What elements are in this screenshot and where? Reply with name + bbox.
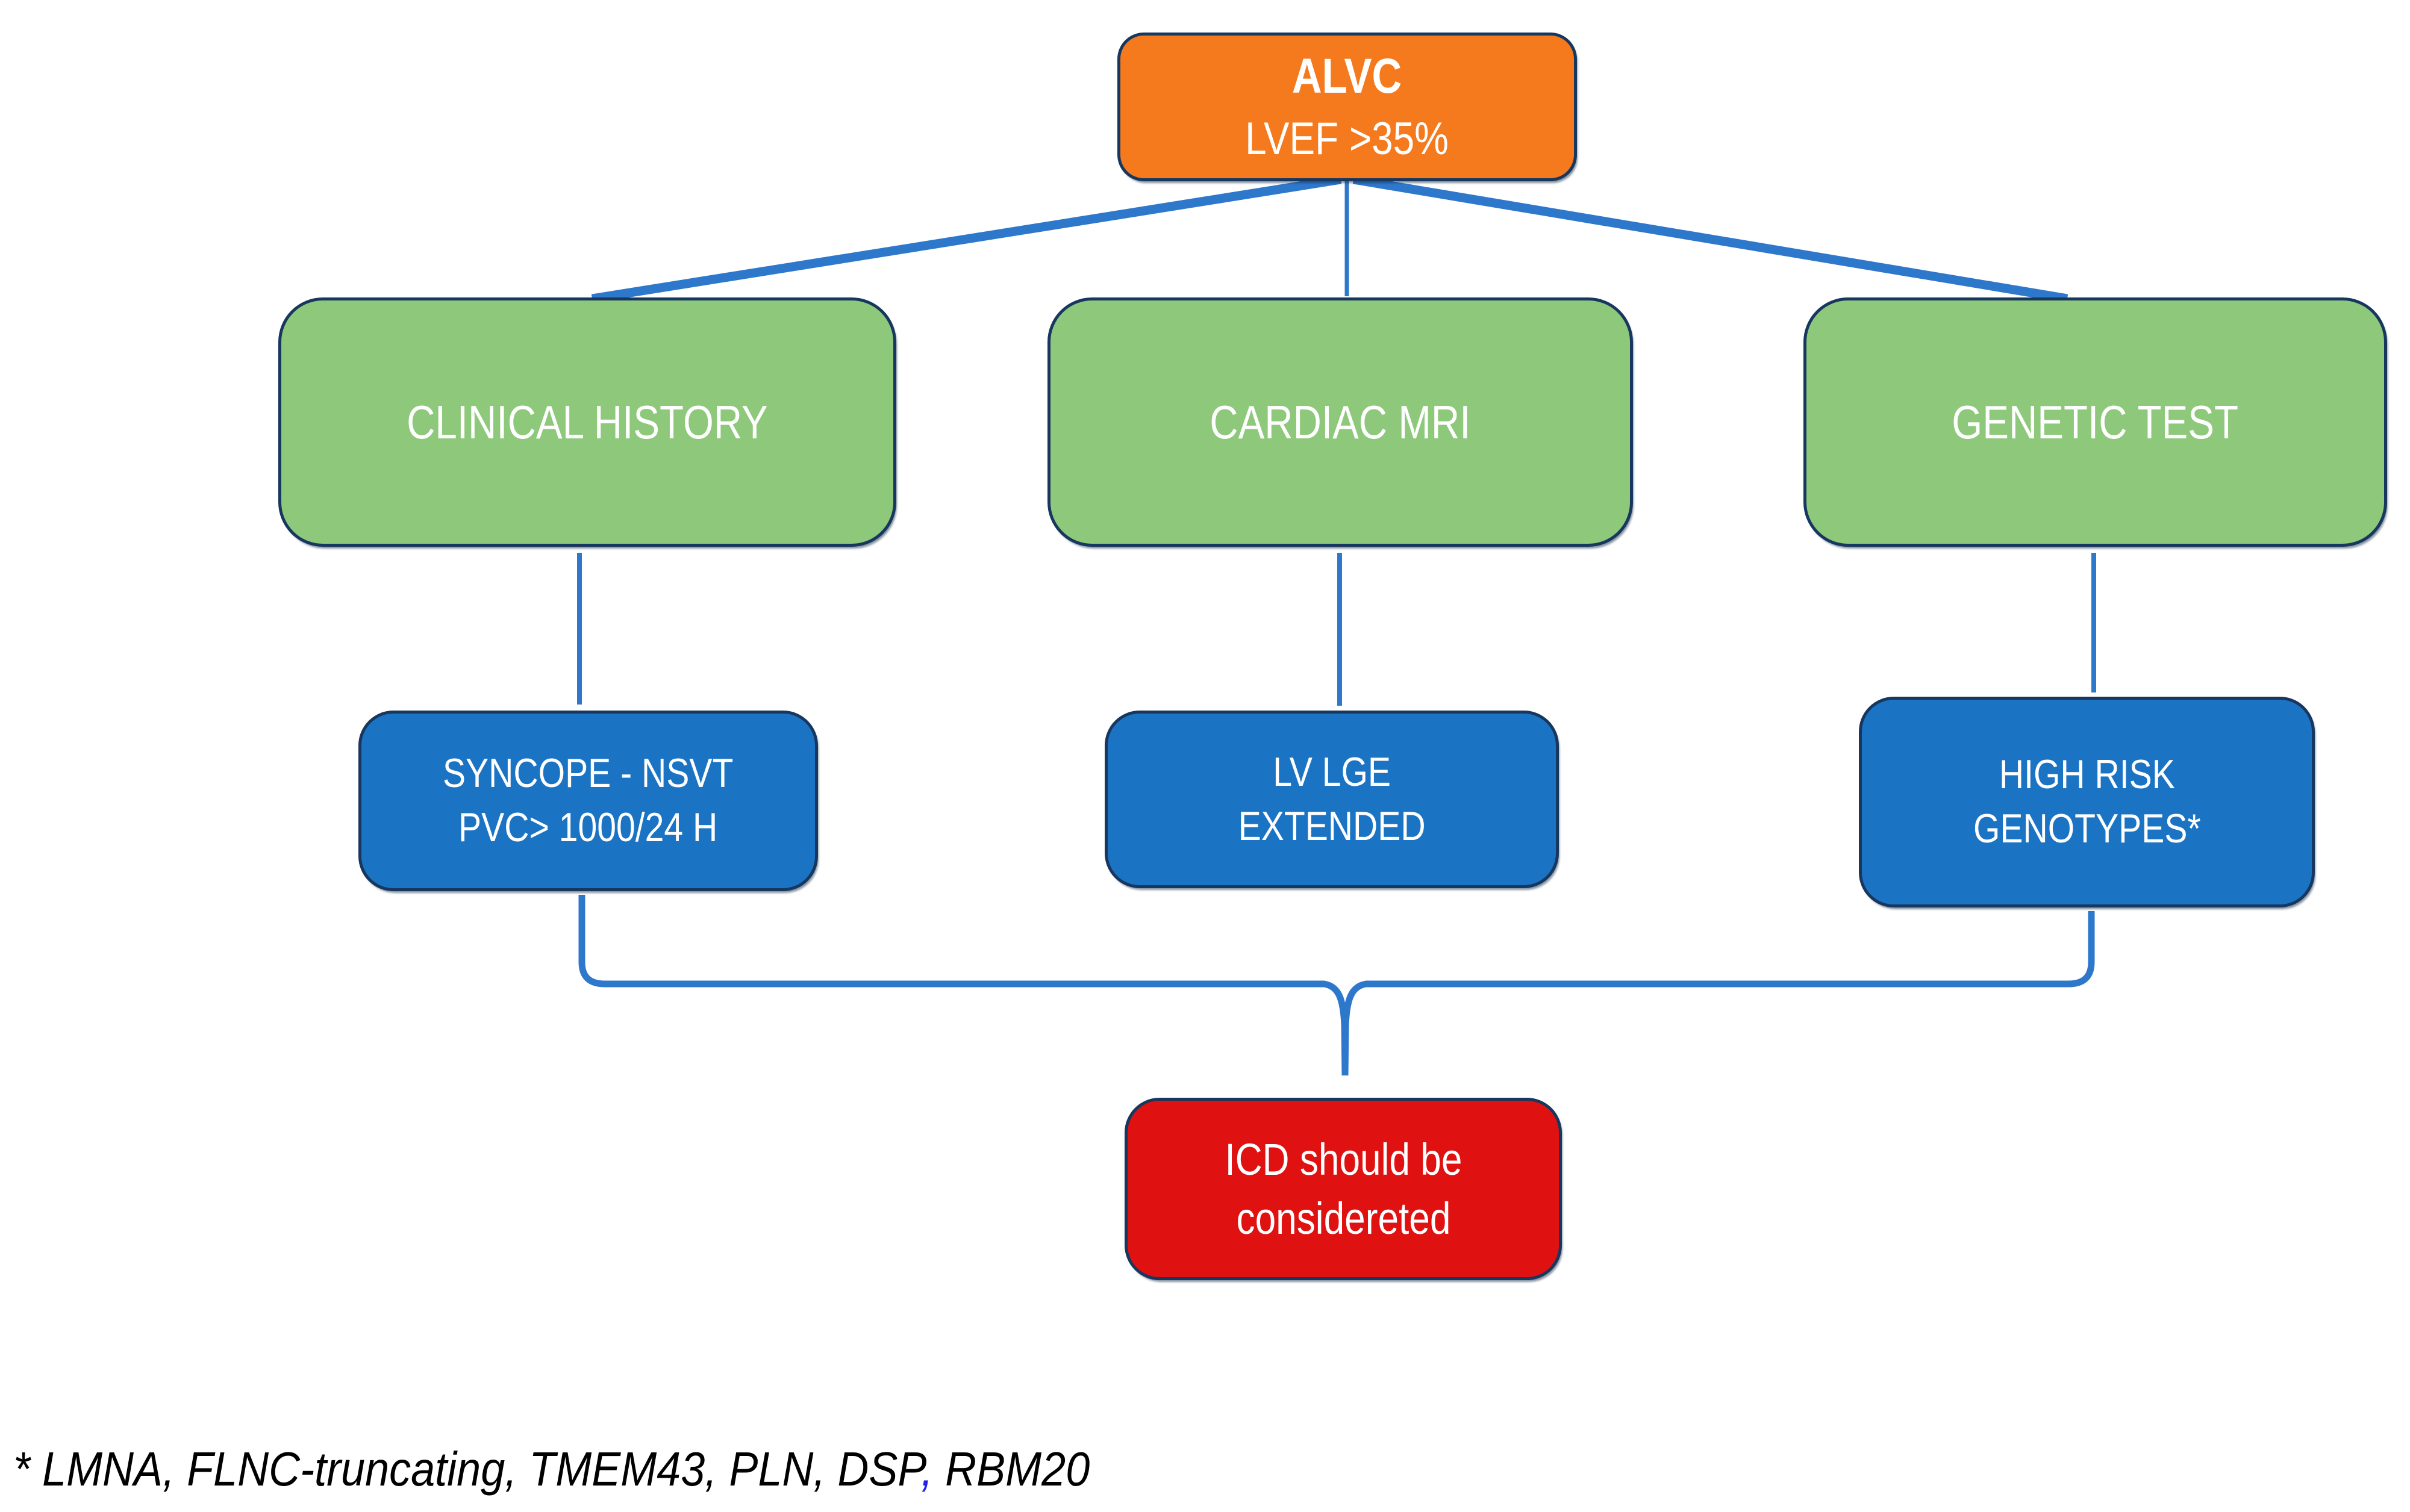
criterion-label-lv-lge: LV LGE EXTENDED <box>1238 745 1425 854</box>
criterion-node-lv-lge: LV LGE EXTENDED <box>1105 711 1559 888</box>
footnote-genes-before-comma: * LMNA, FLNC-truncating, TMEM43, PLN, DS… <box>13 1442 922 1496</box>
branch-label-genetic-test: GENETIC TEST <box>1952 395 2239 449</box>
criterion-node-syncope-nsvt: SYNCOPE - NSVT PVC> 1000/24 H <box>358 711 818 891</box>
connector-root-to-genetic-test <box>1352 175 2068 303</box>
criterion-line1: LV LGE <box>1273 748 1391 795</box>
root-node-label: ALVC LVEF >35% <box>1246 44 1449 170</box>
criterion-line2: PVC> 1000/24 H <box>458 804 718 850</box>
merge-brace-right <box>1341 911 2095 1076</box>
outcome-line2: considereted <box>1236 1193 1450 1243</box>
root-node-alvc: ALVC LVEF >35% <box>1117 33 1577 181</box>
branch-node-clinical-history: CLINICAL HISTORY <box>278 297 896 547</box>
branch-node-cardiac-mri: CARDIAC MRI <box>1047 297 1633 547</box>
branch-label-cardiac-mri: CARDIAC MRI <box>1210 395 1471 449</box>
footnote-genes-after-comma: RBM20 <box>933 1442 1090 1496</box>
root-node-title: ALVC <box>1292 49 1402 104</box>
root-node-subtitle: LVEF >35% <box>1245 113 1449 165</box>
criterion-line2: GENOTYPES* <box>1973 806 2201 851</box>
criterion-label-high-risk-genotypes: HIGH RISK GENOTYPES* <box>1973 748 2201 856</box>
merge-brace-left <box>578 895 1349 1076</box>
criterion-line1: HIGH RISK <box>1999 751 2175 798</box>
connector-root-to-clinical-history <box>591 175 1342 303</box>
criterion-line1: SYNCOPE - NSVT <box>443 750 734 797</box>
criterion-line2: EXTENDED <box>1238 803 1426 849</box>
criterion-label-syncope-nsvt: SYNCOPE - NSVT PVC> 1000/24 H <box>443 747 733 855</box>
outcome-node-icd: ICD should be considereted <box>1125 1098 1562 1280</box>
genotypes-footnote: * LMNA, FLNC-truncating, TMEM43, PLN, DS… <box>13 1442 1090 1497</box>
outcome-label: ICD should be considereted <box>1225 1130 1462 1248</box>
branch-label-clinical-history: CLINICAL HISTORY <box>407 395 768 449</box>
branch-node-genetic-test: GENETIC TEST <box>1803 297 2387 547</box>
outcome-line1: ICD should be <box>1225 1134 1462 1184</box>
footnote-blue-comma: , <box>921 1442 934 1496</box>
criterion-node-high-risk-genotypes: HIGH RISK GENOTYPES* <box>1859 697 2315 907</box>
